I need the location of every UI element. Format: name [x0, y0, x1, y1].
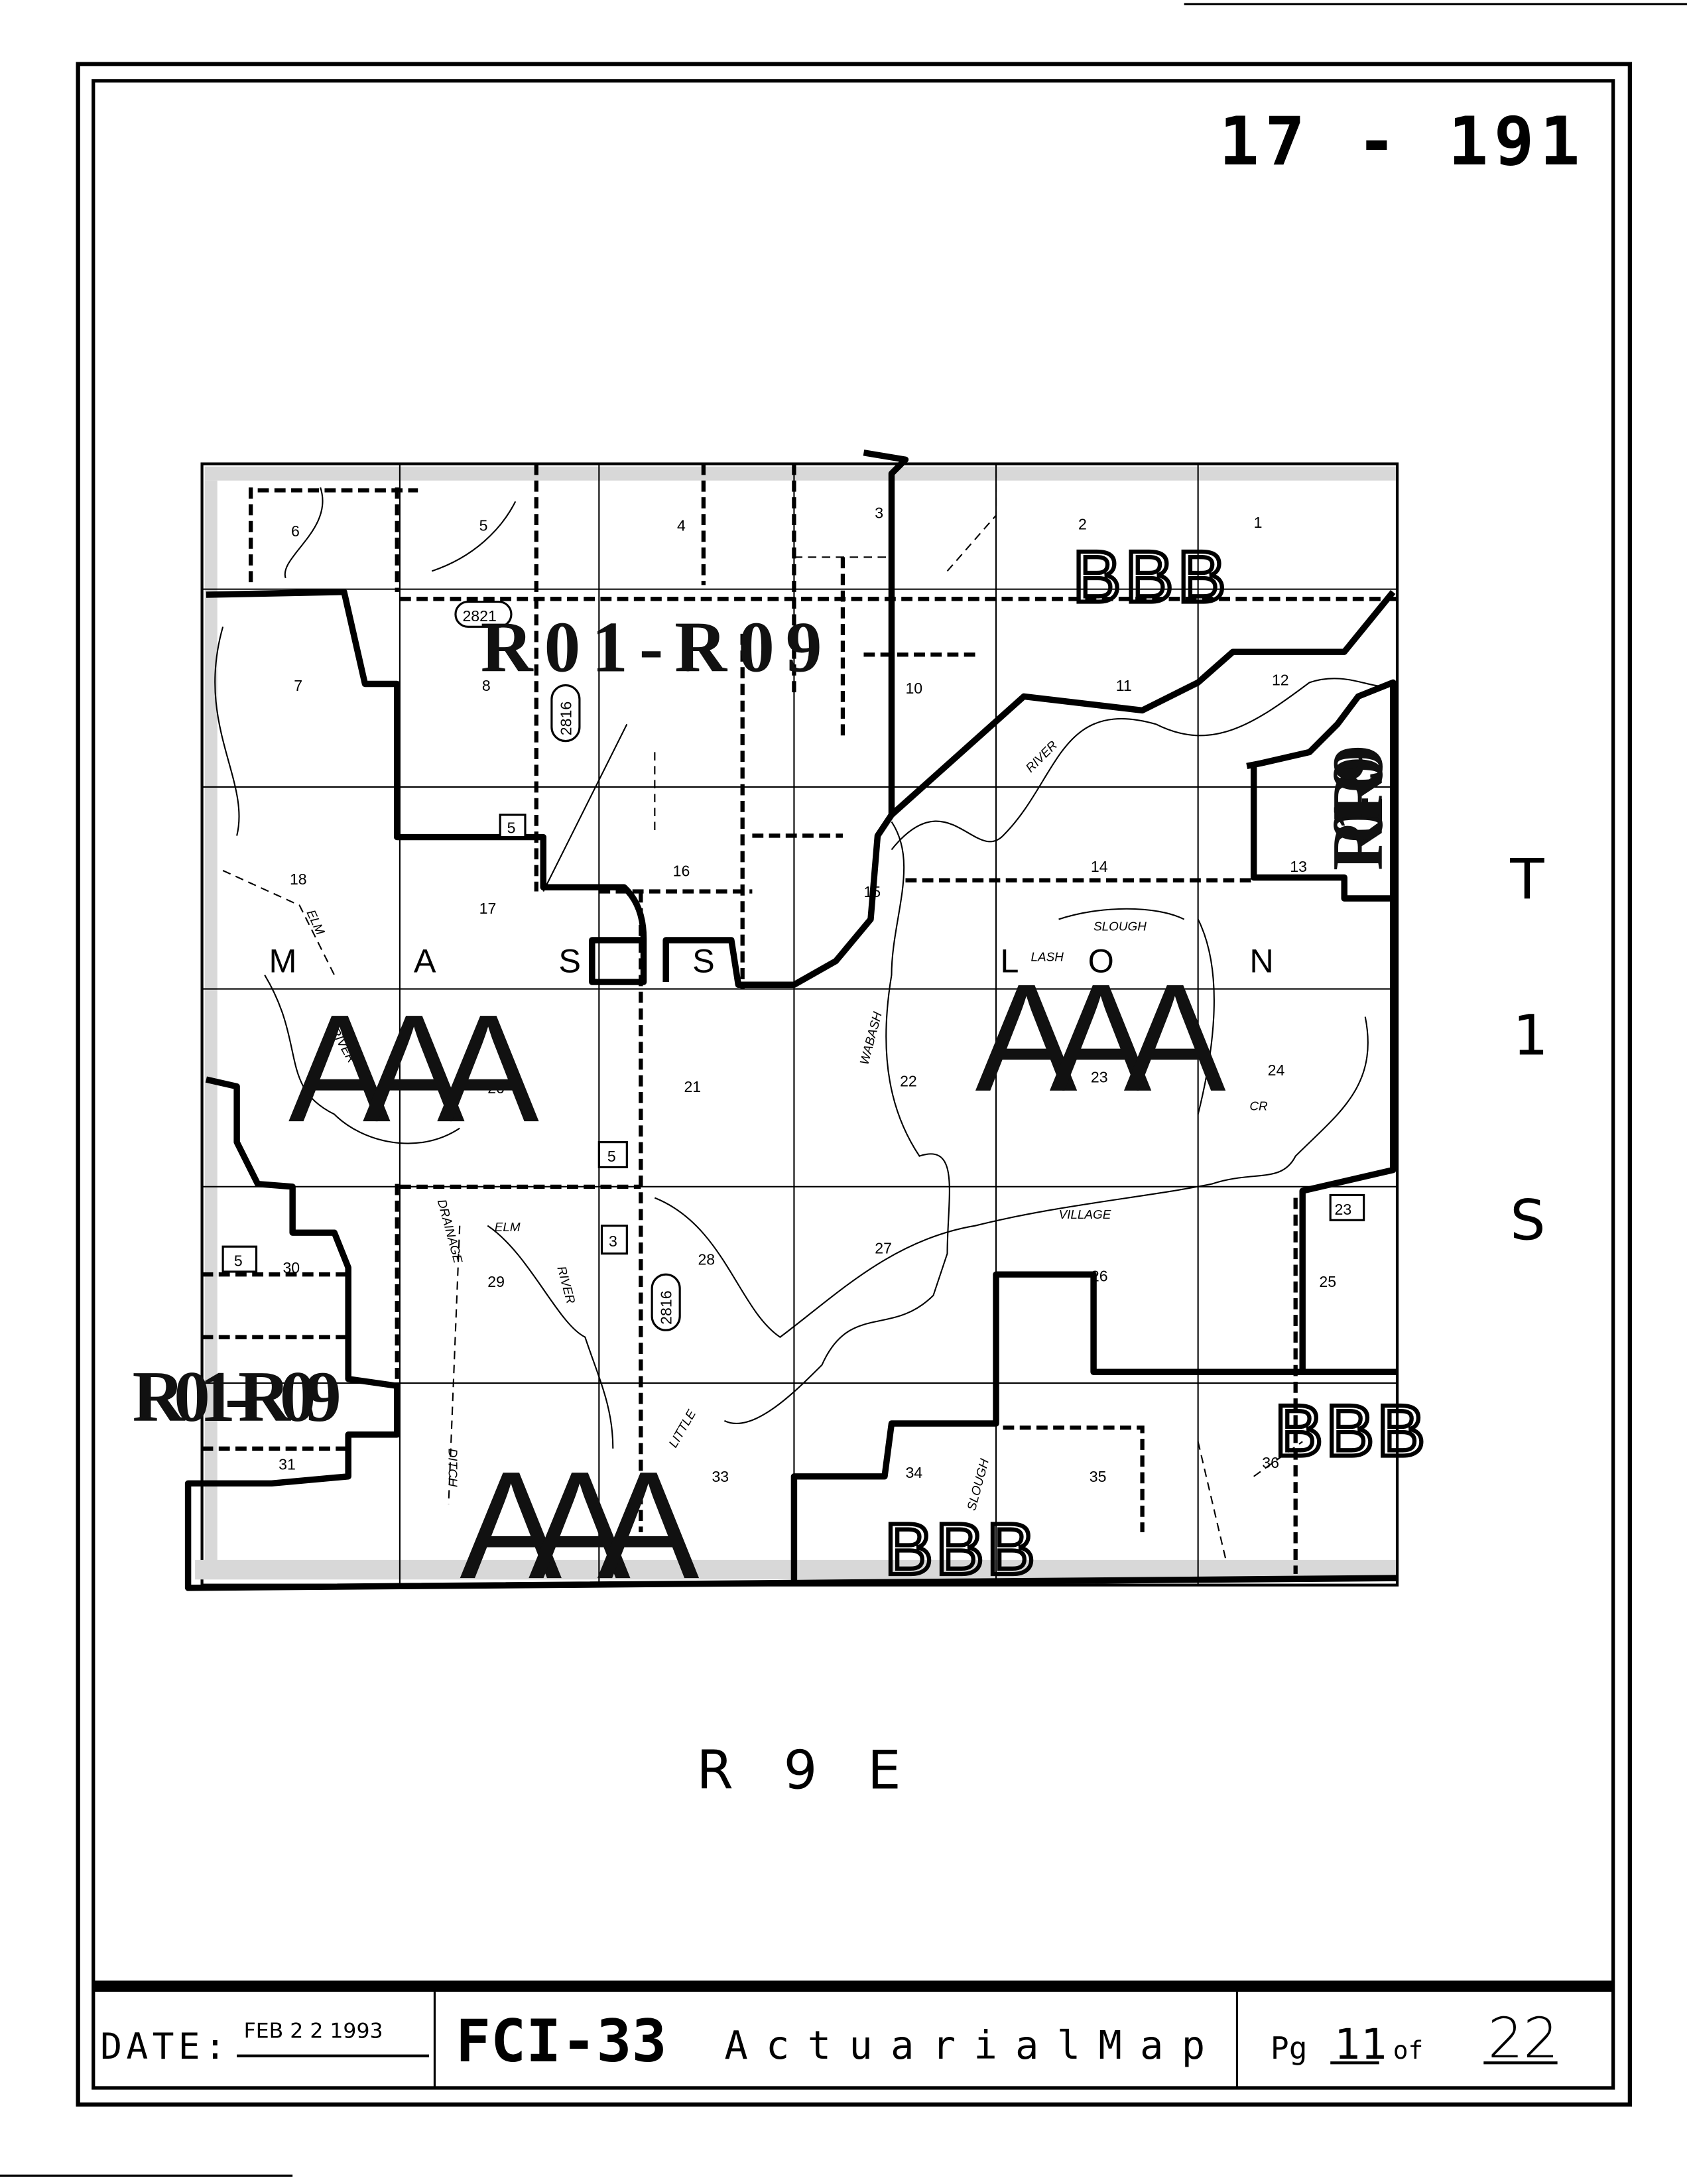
township-letter: M: [269, 941, 296, 979]
section-number: 20: [487, 1079, 505, 1097]
township-letter: L: [1000, 941, 1019, 979]
date-value: FEB 2 2 1993: [244, 2019, 383, 2043]
township-name: M A S S L O N: [269, 941, 1273, 979]
map-number: 17 - 191: [1219, 102, 1586, 180]
section-number: 3: [875, 504, 883, 521]
township-map: 6 5 4 3 2 1 7 8 9 10 11 12 18 17 16 15 1…: [133, 450, 1428, 1610]
water-label: VILLAGE: [1059, 1208, 1111, 1222]
section-number: 2: [1078, 515, 1087, 532]
section-number: 12: [1272, 672, 1289, 689]
township-letter: S: [692, 941, 715, 979]
rate-zone-labels: R01-R09 R01-R09 R01-R09 BBB BBB BBB AAA …: [133, 534, 1428, 1610]
water-label: DITCH: [445, 1449, 459, 1487]
section-number: 22: [900, 1073, 917, 1090]
road-shield-label: 5: [607, 1148, 616, 1165]
of-label: of: [1393, 2035, 1424, 2065]
section-number: 11: [1116, 677, 1132, 694]
section-number: 34: [905, 1464, 922, 1481]
section-number: 4: [677, 516, 686, 534]
page-number: 11: [1335, 2020, 1388, 2069]
section-number: 15: [863, 883, 881, 900]
water-label: WABASH: [857, 1010, 885, 1067]
water-label: RIVER: [554, 1265, 577, 1306]
section-number: 17: [479, 900, 497, 917]
township-letter-s: S: [1510, 1188, 1545, 1253]
section-number: 28: [698, 1250, 715, 1268]
section-number: 30: [282, 1259, 300, 1276]
section-number: 1: [1254, 514, 1263, 531]
road-shield-label: 2816: [557, 701, 574, 735]
rate-zone-boundaries: [184, 450, 1398, 1591]
section-number: 18: [290, 871, 307, 888]
water-label: LASH: [1031, 951, 1064, 965]
township-letter: S: [558, 941, 581, 979]
section-number: 33: [712, 1468, 729, 1485]
rate-zone-label-bbb: BBB: [1073, 537, 1226, 618]
section-number: 29: [487, 1273, 505, 1290]
road-shield-label: 5: [507, 819, 516, 836]
township-letter: N: [1249, 941, 1273, 979]
section-number: 7: [294, 677, 302, 694]
water-label: SLOUGH: [1093, 920, 1147, 934]
section-number: 25: [1319, 1273, 1336, 1290]
section-number: 24: [1268, 1062, 1285, 1079]
form-title: ActuarialMap: [724, 2022, 1205, 2068]
water-label: SLOUGH: [965, 1457, 992, 1512]
rate-zone-label-aaa: AAA: [975, 952, 1226, 1123]
date-label: DATE:: [100, 2025, 230, 2067]
outer-frame: [76, 62, 1633, 2107]
rate-zone-label-bbb: BBB: [1275, 1390, 1425, 1471]
rate-zone-label-bbb: BBB: [885, 1509, 1035, 1590]
section-number: 21: [684, 1078, 701, 1095]
range-label: R 9 E: [696, 1739, 917, 1801]
section-number: 16: [673, 862, 690, 879]
page-label: Pg: [1271, 2030, 1308, 2066]
footer-title-block: DATE: FEB 2 2 1993 FCI-33 ActuarialMap P…: [93, 1980, 1613, 2089]
shaded-strip: [204, 466, 1396, 481]
section-number: 23: [1091, 1068, 1108, 1085]
rate-zone-label-r01-r09: R01-R09: [133, 1357, 342, 1437]
rate-zone-label-r01-r09: R01-R09: [1318, 745, 1398, 871]
section-number: 14: [1091, 858, 1108, 875]
township-number: 1: [1513, 1002, 1548, 1067]
road-shield-label: 5: [234, 1252, 243, 1270]
section-number: 27: [875, 1240, 892, 1257]
page-total: 22: [1488, 2006, 1559, 2071]
streams: [214, 487, 1398, 1449]
rate-zone-label-aaa: AAA: [288, 983, 539, 1154]
shaded-strip: [204, 480, 218, 1567]
water-label: CR: [1249, 1099, 1268, 1113]
section-number: 36: [1262, 1454, 1279, 1471]
section-numbers: 6 5 4 3 2 1 7 8 9 10 11 12 18 17 16 15 1…: [279, 504, 1336, 1485]
township-letter: O: [1088, 941, 1114, 979]
section-number: 10: [905, 680, 922, 697]
section-number: 26: [1091, 1268, 1108, 1285]
footer-rule: [93, 1980, 1613, 1992]
section-number: 9: [684, 658, 692, 675]
township-letter: A: [414, 941, 436, 979]
water-label: ELM: [304, 908, 328, 937]
section-number: 6: [291, 522, 300, 540]
road-shields: 2821 2816 2816 5 3 5 5 23: [221, 600, 1365, 1331]
road-shield-label: 2816: [658, 1290, 675, 1324]
township-letter-t: T: [1509, 847, 1544, 912]
form-id: FCI-33: [456, 2007, 667, 2075]
section-number: 35: [1090, 1468, 1107, 1485]
road-shield-label: 3: [609, 1233, 617, 1250]
road-shield-label: 23: [1335, 1201, 1352, 1218]
rate-zone-label-r01-r09: R01-R09: [481, 607, 822, 688]
section-number: 31: [279, 1455, 296, 1473]
section-number: 5: [479, 516, 488, 534]
section-number: 8: [482, 677, 491, 694]
water-label: RIVER: [1023, 739, 1060, 776]
water-label: ELM: [495, 1221, 521, 1235]
section-number: 13: [1290, 858, 1307, 875]
rate-zone-label-aaa: AAA: [460, 1439, 699, 1610]
road-shield-label: 2821: [462, 607, 496, 625]
inner-frame: [92, 79, 1615, 2090]
dashed-lines: [222, 463, 1303, 1561]
